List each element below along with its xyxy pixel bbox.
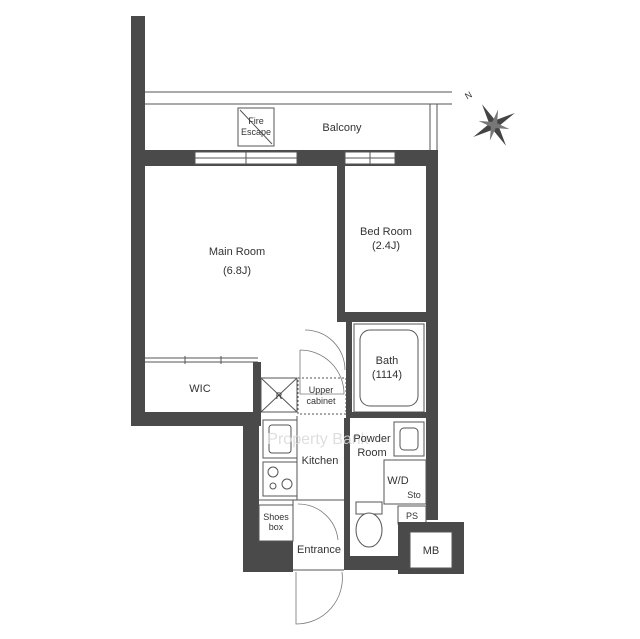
washer-dryer [383, 459, 427, 505]
label-bed-room-size: (2.4J) [372, 240, 400, 252]
label-washer-dryer: W/D [387, 475, 408, 487]
label-entrance: Entrance [297, 544, 341, 556]
bathtub [353, 323, 425, 413]
label-powder-room-2: Room [357, 447, 386, 459]
label-kitchen: Kitchen [302, 455, 339, 467]
meter-box [409, 531, 453, 569]
door-swing-shoes [297, 503, 339, 541]
watermark-text: Property Bank [267, 431, 369, 448]
compass-north-label: N [463, 89, 474, 101]
wall-wic-right [253, 362, 261, 426]
door-swing-kitchen [299, 349, 345, 395]
label-main-room-size: (6.8J) [223, 265, 251, 277]
wall-entrance-left [243, 540, 293, 572]
label-main-room: Main Room [209, 246, 265, 258]
wall-wic-bottom [131, 412, 261, 426]
wall-kitchen-left [243, 420, 259, 558]
label-fire-escape-2: Escape [241, 127, 271, 137]
label-balcony: Balcony [322, 122, 362, 134]
wall-bath-left [346, 322, 352, 418]
label-shoes-box-2: box [269, 522, 284, 532]
compass-rose-icon [473, 104, 515, 146]
label-bed-room: Bed Room [360, 226, 412, 238]
wall-bath-bottom [346, 412, 426, 418]
shoes-box [258, 504, 294, 542]
label-powder-room-1: Powder [353, 433, 391, 445]
label-upper-cabinet-2: cabinet [306, 396, 336, 406]
balcony-area [145, 91, 452, 150]
exterior-wall-left [131, 16, 145, 426]
label-shoes-box-1: Shoes [263, 512, 289, 522]
wall-powder-left [344, 418, 350, 568]
label-bath-size: (1114) [372, 369, 402, 381]
label-refrigerator: R [276, 391, 283, 401]
label-storage: Sto [407, 490, 421, 500]
label-ps: PS [406, 511, 418, 521]
label-bath: Bath [376, 355, 399, 367]
label-fire-escape-1: Fire [248, 116, 264, 126]
door-swing-entrance [295, 571, 343, 625]
washbasin [393, 421, 425, 457]
label-wic: WIC [189, 383, 210, 395]
door-swing-main [304, 329, 346, 371]
toilet [355, 501, 383, 548]
label-upper-cabinet-1: Upper [309, 385, 334, 395]
kitchen-stove [262, 461, 298, 497]
label-mb: MB [423, 545, 440, 557]
exterior-wall-right [426, 150, 438, 520]
partition-main-bed [337, 166, 345, 316]
wall-bed-bottom [337, 312, 427, 322]
wall-bottom-center [344, 556, 412, 570]
